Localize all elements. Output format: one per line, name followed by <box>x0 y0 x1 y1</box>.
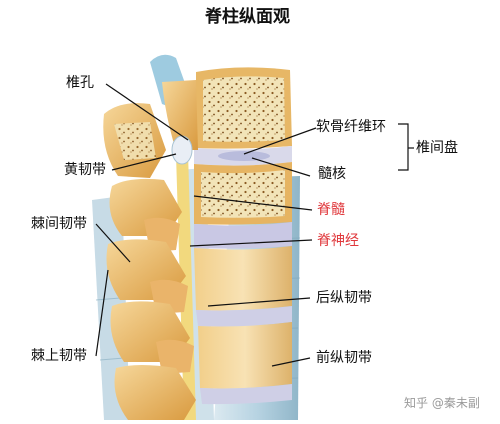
lowest-vertebral-body <box>198 322 292 389</box>
nucleus-pulposus-shape <box>218 151 270 161</box>
label-posterior-longitudinal-ligament: 后纵韧带 <box>316 290 372 306</box>
watermark: 知乎 @秦未副 <box>404 396 480 410</box>
leader-lines <box>95 83 414 367</box>
label-intervertebral-disc: 椎间盘 <box>416 140 458 156</box>
label-nucleus-pulposus: 髓核 <box>318 166 346 182</box>
label-vertebral-foramen: 椎孔 <box>66 75 94 91</box>
spinous-process-5 <box>114 365 196 420</box>
label-spinal-nerve: 脊神经 <box>317 233 359 249</box>
label-spinal-cord: 脊髓 <box>317 202 345 218</box>
lower-vertebral-body <box>194 246 292 311</box>
diagram-title: 脊柱纵面观 <box>205 7 290 27</box>
label-ligamentum-flavum: 黄韧带 <box>64 162 106 178</box>
label-interspinous-ligament: 棘间韧带 <box>31 216 87 232</box>
vertebral-foramen-shape <box>171 135 193 165</box>
label-annulus-fibrosus: 软骨纤维环 <box>316 119 386 135</box>
label-supraspinous-ligament: 棘上韧带 <box>31 348 87 364</box>
label-anterior-longitudinal-ligament: 前纵韧带 <box>316 350 372 366</box>
